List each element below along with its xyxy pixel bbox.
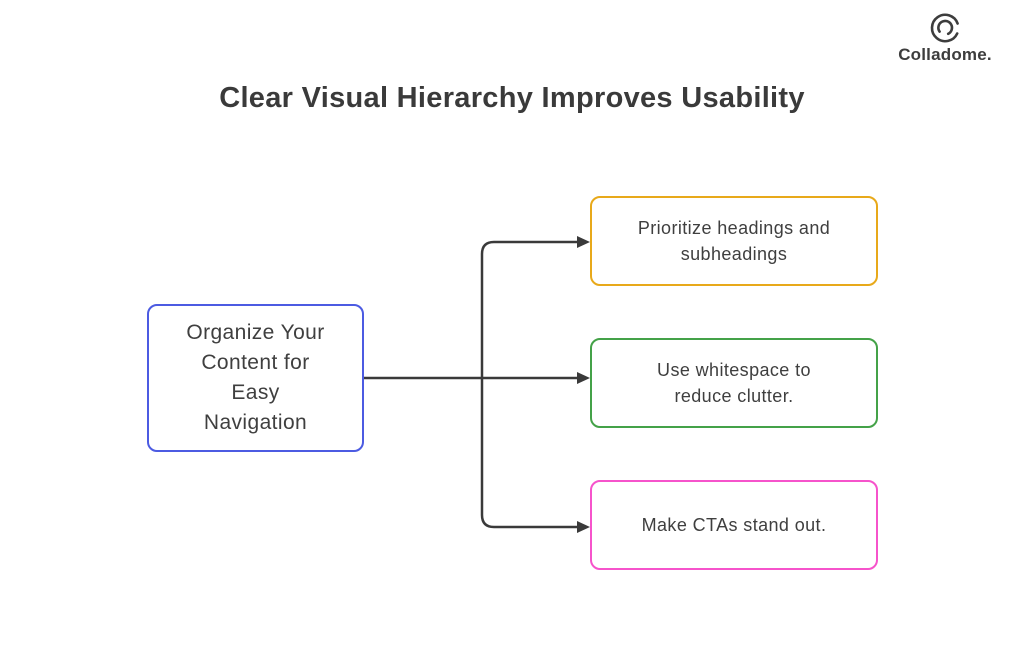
branch-node-ctas-label: Make CTAs stand out.: [641, 515, 827, 535]
colladome-spiral-icon: [930, 13, 959, 43]
root-node-label: Organize Your Content for Easy Navigatio…: [186, 321, 325, 434]
arrowhead-middle: [577, 372, 590, 384]
branch-node-ctas: Make CTAs stand out.: [590, 480, 878, 570]
connector-bottom-line: [480, 378, 578, 529]
arrowhead-top: [577, 236, 590, 248]
root-node: Organize Your Content for Easy Navigatio…: [147, 304, 364, 452]
colladome-logo-text: Colladome.: [898, 45, 992, 64]
page-title: Clear Visual Hierarchy Improves Usabilit…: [219, 82, 805, 114]
branch-node-whitespace: Use whitespace to reduce clutter.: [590, 338, 878, 428]
branch-node-headings-label: Prioritize headings and subheadings: [637, 218, 831, 264]
branch-node-headings: Prioritize headings and subheadings: [590, 196, 878, 286]
branch-node-whitespace-label: Use whitespace to reduce clutter.: [657, 360, 811, 406]
connector-top-line: [480, 240, 578, 378]
arrowhead-bottom: [577, 521, 590, 533]
colladome-logo: Colladome.: [893, 12, 997, 65]
